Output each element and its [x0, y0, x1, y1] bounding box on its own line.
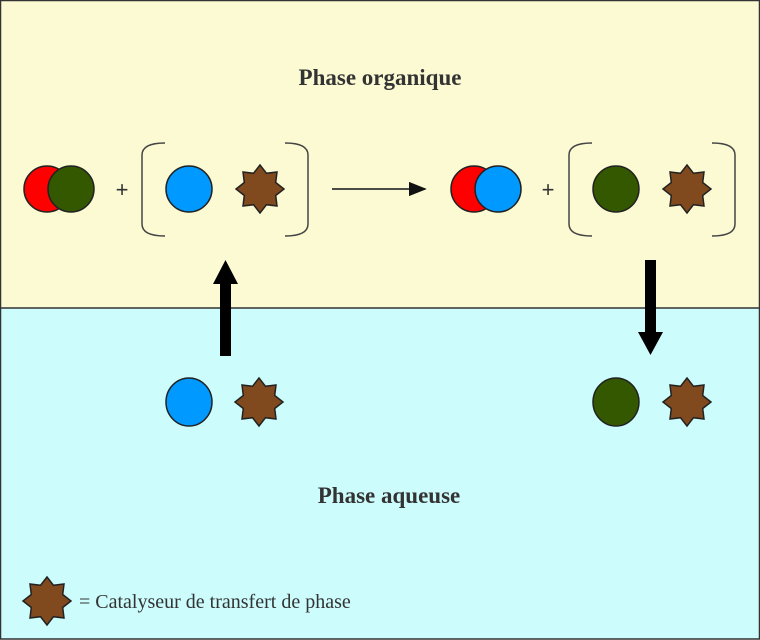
organic-phase-title: Phase organique [299, 65, 462, 90]
reactant-red-green-molecule [23, 165, 95, 213]
green-atom [47, 165, 95, 213]
left-bracket [141, 142, 166, 237]
transfer-arrow-down [638, 260, 663, 355]
blue-ion [165, 377, 213, 427]
catalyst-star-icon [661, 376, 713, 428]
plus-sign-left: + [116, 177, 129, 202]
aqueous-phase-title: Phase aqueuse [318, 483, 461, 508]
catalyst-star-icon [661, 163, 713, 215]
aqueous-blue-ion-and-catalyst [165, 376, 285, 428]
plus-sign-right: + [542, 177, 555, 202]
left-bracket [568, 142, 593, 237]
legend: = Catalyseur de transfert de phase [21, 575, 351, 627]
blue-ion [165, 165, 213, 213]
green-ion [592, 165, 640, 213]
reactant-blue-catalyst-complex [141, 142, 309, 237]
right-bracket [711, 142, 736, 237]
organic-phase [0, 0, 760, 310]
legend-catalyst-star-icon [21, 575, 73, 627]
legend-text: = Catalyseur de transfert de phase [79, 591, 351, 613]
catalyst-star-icon [233, 376, 285, 428]
right-bracket [284, 142, 309, 237]
product-red-blue-molecule [450, 165, 522, 213]
transfer-arrow-up [213, 260, 238, 356]
aqueous-green-ion-and-catalyst [592, 376, 713, 428]
product-green-catalyst-complex [568, 142, 736, 237]
blue-atom [474, 165, 522, 213]
aqueous-phase [0, 307, 760, 640]
catalyst-star-icon [234, 163, 286, 215]
green-ion [592, 377, 640, 427]
